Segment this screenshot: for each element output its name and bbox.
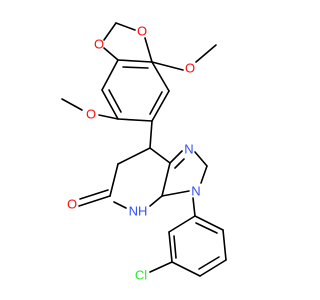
bond <box>78 195 111 207</box>
atom-nh-amide: NH <box>129 204 148 219</box>
atom-labels: O O O O O N N NH Cl <box>67 24 201 283</box>
bond <box>149 147 171 164</box>
bond <box>151 90 170 122</box>
bond <box>198 256 220 270</box>
bond <box>101 89 119 120</box>
atom-o-carbonyl: O <box>67 197 77 212</box>
bond <box>149 195 163 207</box>
bond <box>149 91 163 115</box>
bond <box>113 201 127 209</box>
bond <box>103 22 117 41</box>
molecule-canvas: O O O O O N N NH Cl <box>61 22 227 283</box>
bond <box>115 22 136 31</box>
bond <box>117 147 151 165</box>
bond <box>199 259 227 277</box>
structure-drawing: O O O O O N N NH Cl <box>61 22 227 283</box>
atom-o-methoxy-left: O <box>86 107 96 122</box>
atom-n-imidazole: N <box>184 142 193 157</box>
bond <box>192 197 196 217</box>
atom-n-aryl: N <box>191 184 200 199</box>
bond <box>194 215 224 231</box>
bond <box>195 222 218 234</box>
bond <box>169 150 183 164</box>
bond <box>61 98 83 111</box>
bond <box>168 215 196 233</box>
bond <box>122 66 149 69</box>
bond <box>173 235 177 259</box>
bond <box>168 231 173 263</box>
bond <box>117 59 153 63</box>
bond <box>174 158 185 169</box>
bond <box>101 59 119 91</box>
bond <box>151 61 170 92</box>
bond <box>98 114 119 120</box>
atom-o-methoxy-top: O <box>185 61 195 76</box>
bond <box>161 162 171 197</box>
bond <box>222 229 227 261</box>
bond <box>171 261 201 277</box>
bond <box>200 165 208 184</box>
bond <box>194 151 208 167</box>
bond <box>149 120 153 149</box>
atom-cl: Cl <box>135 268 147 283</box>
bond <box>117 118 153 122</box>
bond <box>103 47 119 61</box>
atom-o-ring2: O <box>137 24 147 39</box>
bond <box>149 261 173 273</box>
bond <box>79 189 109 200</box>
bonds <box>61 22 227 277</box>
atom-o-ring1: O <box>94 37 104 52</box>
bond <box>195 44 217 63</box>
bond <box>109 163 119 197</box>
bond <box>161 190 190 197</box>
bond <box>151 61 184 71</box>
bond <box>108 89 122 113</box>
bond <box>144 37 153 63</box>
